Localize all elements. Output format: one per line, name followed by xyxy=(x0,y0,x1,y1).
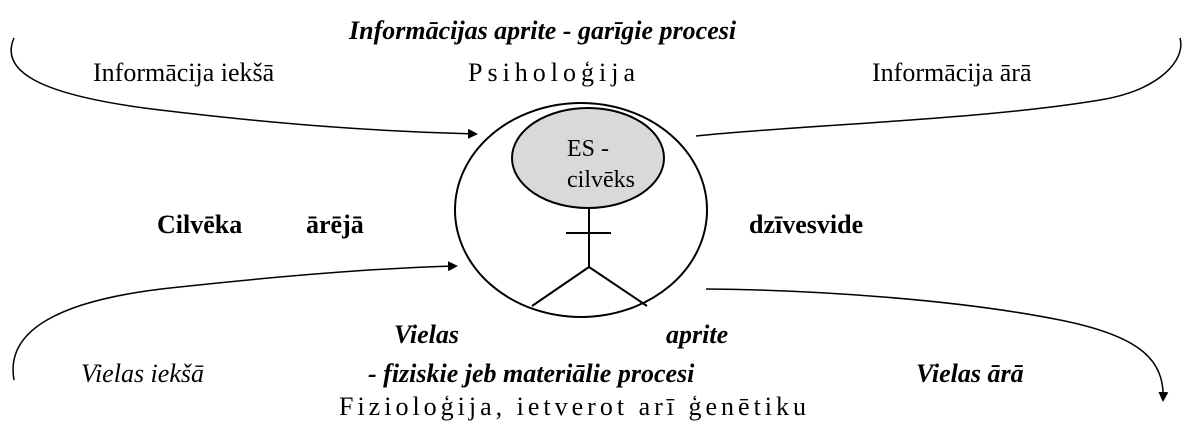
substances-in-label: Vielas iekšā xyxy=(81,359,204,388)
substance-flow-word1: Vielas xyxy=(394,320,460,349)
outer-environment-word3: dzīvesvide xyxy=(749,210,864,239)
stick-figure-left-leg xyxy=(531,266,590,307)
physiology-label: Fizioloģija, ietverot arī ģenētiku xyxy=(339,392,811,421)
outer-environment-word2: ārējā xyxy=(306,210,364,239)
substances-out-label: Vielas ārā xyxy=(916,359,1024,388)
human-body-circle xyxy=(454,102,708,318)
information-out-arrow xyxy=(695,37,1182,137)
information-in-arrow xyxy=(10,37,478,139)
substance-flow-word2: aprite xyxy=(666,320,729,349)
substances-in-arrow xyxy=(12,261,458,381)
information-in-label: Informācija iekšā xyxy=(93,58,275,87)
center-label-line1: ES - xyxy=(567,136,609,162)
information-out-label: Informācija ārā xyxy=(872,58,1032,87)
outer-environment-word1: Cilvēka xyxy=(157,210,243,239)
center-label-line2: cilvēks xyxy=(567,167,635,193)
information-flow-title: Informācijas aprite - garīgie procesi xyxy=(349,16,737,45)
psychology-label: Psiholoģija xyxy=(468,58,641,87)
substances-out-arrow xyxy=(705,288,1169,402)
stick-figure-right-leg xyxy=(588,266,648,307)
substance-processes-label: - fiziskie jeb materiālie procesi xyxy=(368,359,695,388)
